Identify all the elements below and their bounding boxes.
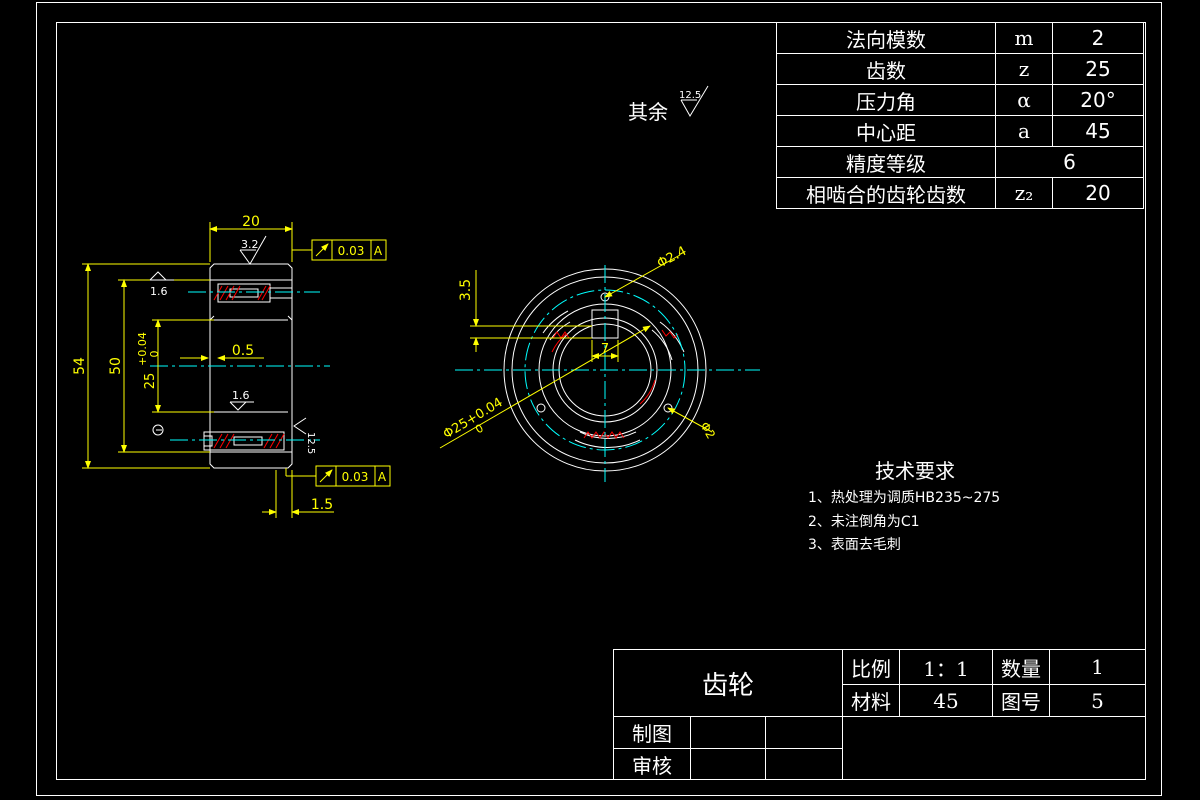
roughness-top: 3.2 bbox=[241, 238, 259, 251]
param-label: 相啮合的齿轮齿数 bbox=[776, 177, 996, 209]
param-symbol: z₂ bbox=[995, 177, 1053, 209]
param-value: 45 bbox=[1052, 115, 1144, 147]
material-label: 材料 bbox=[842, 684, 900, 717]
scale-value: 1：1 bbox=[899, 649, 993, 685]
param-label: 压力角 bbox=[776, 84, 996, 116]
param-row: 法向模数 m 2 bbox=[776, 22, 1144, 54]
param-row: 精度等级 6 bbox=[776, 146, 1144, 178]
keyway-depth-dimension: 3.5 bbox=[458, 279, 474, 301]
bore-tol-upper: +0.04 bbox=[136, 332, 149, 366]
datum-label: A bbox=[374, 244, 383, 258]
drawing-frame-outer bbox=[36, 2, 1162, 796]
runout-value: 0.03 bbox=[342, 470, 369, 484]
param-label: 精度等级 bbox=[776, 146, 996, 178]
tech-item: 2、未注倒角为C1 bbox=[808, 514, 920, 530]
side-section-view: 0.03 A 0.03 A 3.2 1.6 1.6 12.5 20 54 bbox=[72, 214, 391, 518]
default-roughness-note: 其余 bbox=[628, 96, 668, 125]
param-value: 20 bbox=[1052, 177, 1144, 209]
roughness-prefix: 其余 bbox=[628, 100, 668, 124]
checked-by-name bbox=[690, 748, 766, 780]
param-label: 中心距 bbox=[776, 115, 996, 147]
roughness-outer: 1.6 bbox=[150, 285, 168, 298]
roughness-bore: 1.6 bbox=[232, 389, 250, 402]
hole-diameter-dimension: Φ2.4 bbox=[655, 244, 689, 272]
param-symbol: m bbox=[995, 22, 1053, 54]
drawing-number-label: 图号 bbox=[992, 684, 1050, 717]
datum-symbol bbox=[152, 424, 164, 436]
gear-parameter-table: 法向模数 m 2 齿数 z 25 压力角 α 20° 中心距 a 45 精度等级… bbox=[776, 22, 1144, 209]
runout-tolerance-top: 0.03 A bbox=[311, 239, 387, 261]
front-bore-dimension: Φ25+0.04 0 bbox=[441, 395, 506, 442]
bore-dimension: 25 +0.04 0 bbox=[136, 332, 161, 389]
param-label: 法向模数 bbox=[776, 22, 996, 54]
param-row: 中心距 a 45 bbox=[776, 115, 1144, 147]
quantity-label: 数量 bbox=[992, 649, 1050, 685]
company-field bbox=[842, 716, 1146, 780]
tech-item: 1、热处理为调质HB235~275 bbox=[808, 490, 1001, 506]
drawn-by-name bbox=[690, 716, 766, 749]
runout-value: 0.03 bbox=[338, 244, 365, 258]
param-value: 20° bbox=[1052, 84, 1144, 116]
shoulder-diameter-dimension: 50 bbox=[108, 357, 124, 375]
offset-dimension: 1.5 bbox=[311, 497, 333, 513]
drawn-by-label: 制图 bbox=[613, 716, 691, 749]
param-row: 压力角 α 20° bbox=[776, 84, 1144, 116]
param-row: 相啮合的齿轮齿数 z₂ 20 bbox=[776, 177, 1144, 209]
material-value: 45 bbox=[899, 684, 993, 717]
width-dimension: 20 bbox=[242, 214, 260, 230]
quantity-value: 1 bbox=[1049, 649, 1146, 685]
part-name: 齿轮 bbox=[613, 649, 843, 717]
param-value: 6 bbox=[995, 146, 1144, 178]
drawn-by-date bbox=[765, 716, 843, 749]
tech-item: 3、表面去毛刺 bbox=[808, 537, 901, 553]
tech-title: 技术要求 bbox=[875, 459, 955, 483]
checked-by-date bbox=[765, 748, 843, 780]
bore-nominal: 25 bbox=[143, 373, 158, 390]
front-bore-tol-lower: 0 bbox=[473, 422, 486, 437]
roughness-value: 12.5 bbox=[679, 90, 701, 101]
drawing-number-value: 5 bbox=[1049, 684, 1146, 717]
keyway-width-dimension: 7 bbox=[601, 342, 609, 357]
checked-by-label: 审核 bbox=[613, 748, 691, 780]
front-bore-nominal: Φ25+0.04 bbox=[441, 395, 506, 442]
pin-diameter-dimension: Φ2 bbox=[697, 420, 718, 442]
scale-label: 比例 bbox=[842, 649, 900, 685]
datum-label: A bbox=[378, 470, 387, 484]
param-value: 2 bbox=[1052, 22, 1144, 54]
drawing-frame-inner bbox=[56, 22, 1146, 780]
param-value: 25 bbox=[1052, 53, 1144, 85]
runout-tolerance-bottom: 0.03 A bbox=[315, 465, 391, 487]
roughness-face: 12.5 bbox=[305, 432, 316, 454]
gap-dimension: 0.5 bbox=[232, 343, 254, 359]
outer-diameter-dimension: 54 bbox=[72, 357, 88, 375]
bore-tol-lower: 0 bbox=[148, 351, 161, 358]
roughness-symbol-default: 12.5 bbox=[679, 85, 709, 117]
front-view: Φ2.4 3.5 7 Φ25+0.04 0 Φ2 bbox=[439, 244, 760, 482]
